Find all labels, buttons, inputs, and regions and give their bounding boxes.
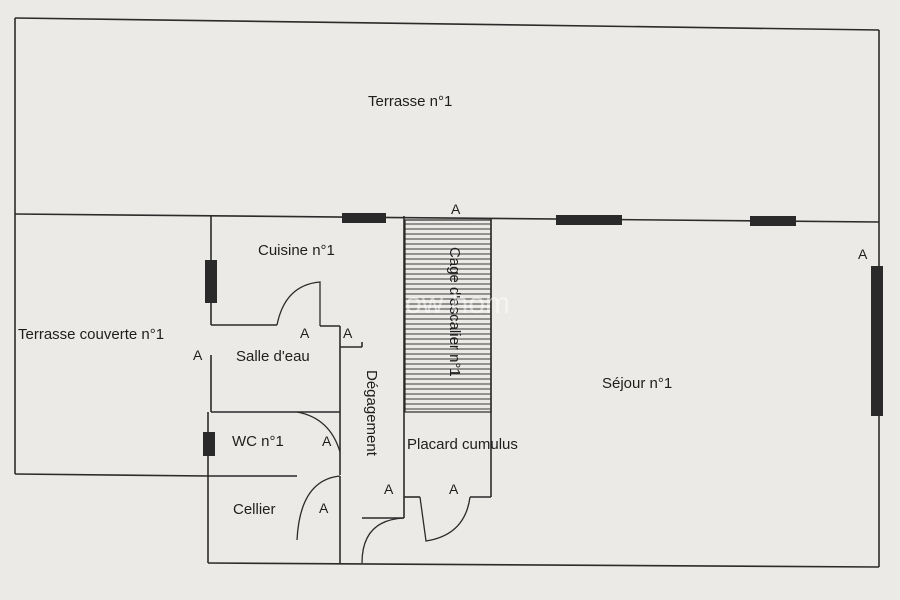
- window-left-2: [203, 432, 215, 456]
- window-left-1: [205, 260, 217, 303]
- label-terrasse: Terrasse n°1: [368, 93, 452, 110]
- door-degagement: [361, 517, 405, 564]
- door-placard: [419, 496, 471, 542]
- doors: [276, 281, 471, 564]
- door-salle-eau: [276, 281, 321, 326]
- staircase: [404, 219, 492, 413]
- a-markers: A A A A A A A A A: [193, 201, 868, 516]
- marker-a: A: [319, 500, 329, 516]
- watermark: ow hom: [405, 287, 510, 320]
- marker-a: A: [451, 201, 461, 217]
- label-cellier: Cellier: [233, 501, 276, 518]
- marker-a: A: [322, 433, 332, 449]
- label-wc: WC n°1: [232, 433, 284, 450]
- windows: [203, 213, 883, 456]
- window-right: [871, 266, 883, 416]
- window-top-2: [556, 215, 622, 225]
- label-degagement: Dégagement: [363, 370, 380, 457]
- room-labels: Terrasse n°1 Cuisine n°1 Terrasse couver…: [18, 93, 672, 518]
- label-cage-escalier: Cage d'escalier n°1: [446, 247, 463, 377]
- marker-a: A: [193, 347, 203, 363]
- marker-a: A: [300, 325, 310, 341]
- door-wc: [296, 411, 341, 453]
- door-cellier: [296, 475, 341, 541]
- label-sejour: Séjour n°1: [602, 375, 672, 392]
- marker-a: A: [384, 481, 394, 497]
- label-terrasse-couverte: Terrasse couverte n°1: [18, 326, 164, 343]
- label-salle-eau: Salle d'eau: [236, 348, 310, 365]
- window-top-3: [750, 216, 796, 226]
- label-cuisine: Cuisine n°1: [258, 242, 335, 259]
- marker-a: A: [449, 481, 459, 497]
- label-placard: Placard cumulus: [407, 436, 518, 453]
- marker-a: A: [858, 246, 868, 262]
- window-top-1: [342, 213, 386, 223]
- marker-a: A: [343, 325, 353, 341]
